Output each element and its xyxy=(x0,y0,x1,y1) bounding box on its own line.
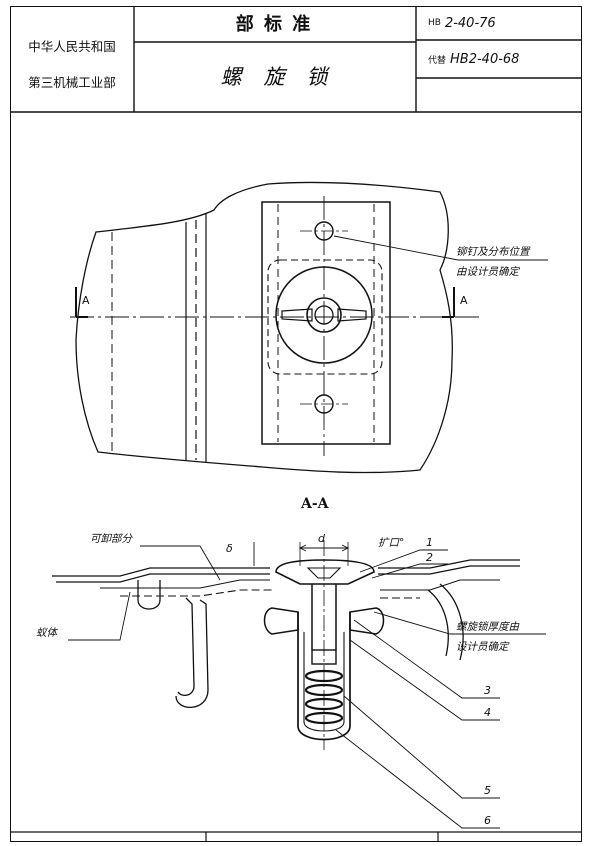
standard-code: HB 2-40-76 xyxy=(428,10,578,36)
callout-4: 4 xyxy=(484,706,491,719)
title-block-lines xyxy=(10,6,582,113)
removable-part-label: 可卸部分 xyxy=(90,533,133,545)
section-marker-left: A xyxy=(82,294,90,307)
rivet-annotation-line2: 由设计员确定 xyxy=(456,266,520,278)
side-annotation-line2: 设计员确定 xyxy=(456,641,510,653)
fixed-structure-label: 蚁体 xyxy=(36,627,58,639)
document-title: 螺旋锁 xyxy=(220,65,350,89)
clearance-label: δ xyxy=(226,542,233,555)
replaced-standard: 代替 HB2-40-68 xyxy=(428,46,578,72)
callout-6: 6 xyxy=(484,814,491,827)
callout-2: 2 xyxy=(426,551,433,564)
section-marker-right: A xyxy=(460,294,468,307)
dimension-d-label: d xyxy=(318,532,326,545)
code-value: 2-40-76 xyxy=(444,15,496,31)
standard-type: 部 标 准 xyxy=(235,14,313,35)
replaced-code: HB2-40-68 xyxy=(450,51,520,67)
callout-3: 3 xyxy=(484,684,491,697)
rivet-annotation-line1: 铆钉及分布位置 xyxy=(456,246,531,258)
plan-view xyxy=(70,181,548,474)
org-line-2: 第三机械工业部 xyxy=(28,74,116,90)
callout-5: 5 xyxy=(484,784,491,797)
replace-prefix: 代替 xyxy=(428,55,447,66)
code-prefix: HB xyxy=(428,18,441,28)
drawing-frame xyxy=(10,6,582,842)
callout-1: 1 xyxy=(426,536,433,549)
section-title: A-A xyxy=(300,496,330,512)
side-annotation-line1: 螺旋锁厚度由 xyxy=(456,621,520,633)
countersink-label: 扩口° xyxy=(378,537,404,549)
section-view xyxy=(10,540,582,842)
panel-outline xyxy=(75,181,453,474)
org-line-1: 中华人民共和国 xyxy=(28,38,116,54)
